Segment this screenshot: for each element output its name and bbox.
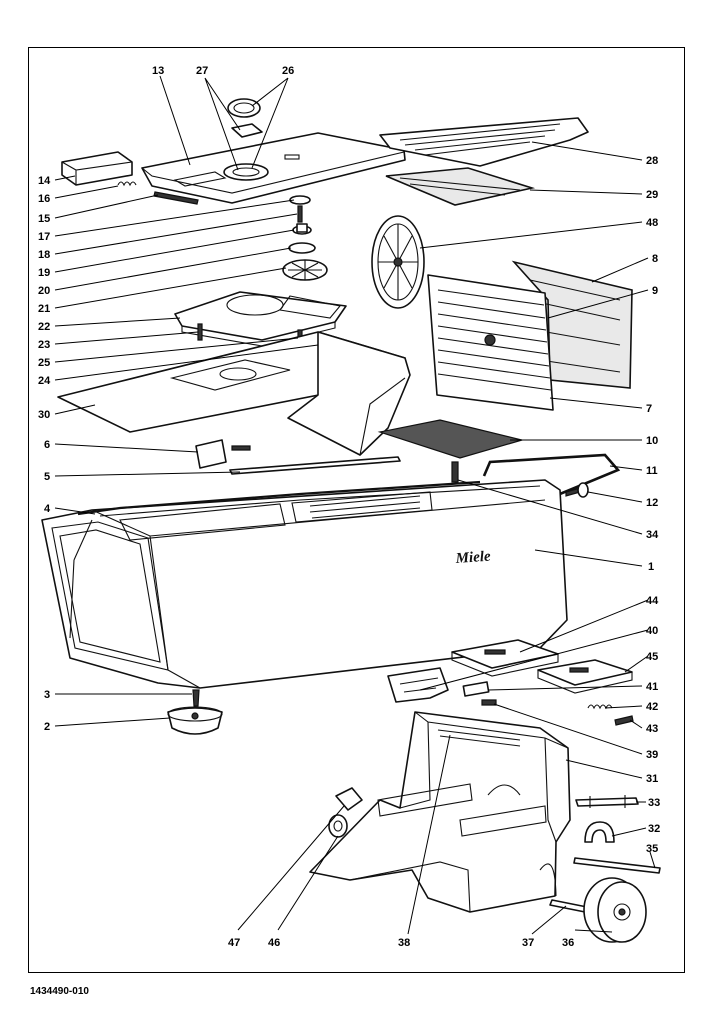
callout-20: 20: [38, 285, 50, 297]
part-3-screw: [192, 689, 200, 707]
part-47-cap: [335, 787, 363, 811]
part-20-disc: [288, 242, 316, 254]
callout-10: 10: [646, 435, 658, 447]
callout-26: 26: [282, 65, 294, 77]
callout-11: 11: [646, 465, 658, 477]
part-5-rod: [229, 456, 401, 475]
callout-15: 15: [38, 213, 50, 225]
part-40-hinge-bracket: [387, 667, 449, 703]
brand-logo: Miele: [454, 549, 491, 567]
callout-19: 19: [38, 267, 50, 279]
part-27-gasket: [223, 163, 269, 181]
part-32-u-clip: [584, 821, 615, 843]
callout-39: 39: [646, 749, 658, 761]
callout-5: 5: [44, 471, 50, 483]
callout-22: 22: [38, 321, 50, 333]
callout-21: 21: [38, 303, 50, 315]
part-17-washer: [289, 195, 311, 205]
part-10-filter-cassette: [377, 419, 525, 459]
callout-7: 7: [646, 403, 652, 415]
callout-28: 28: [646, 155, 658, 167]
part-29-filter-pad: [385, 167, 536, 206]
part-46-grommet: [328, 814, 348, 838]
callout-27: 27: [196, 65, 208, 77]
callout-8: 8: [652, 253, 658, 265]
callout-labels: 13 27 26 14 16 15 17 18 19 20 21 22 23 2…: [38, 65, 660, 949]
part-45-cover-plate: [537, 659, 633, 694]
callout-45: 45: [646, 651, 658, 663]
part-48-round-filter: [371, 215, 425, 309]
part-12-knob-screw: [565, 482, 589, 498]
part-24-hood: [287, 331, 411, 456]
callout-6: 6: [44, 439, 50, 451]
callout-43: 43: [646, 723, 658, 735]
part-16-spring: [117, 181, 137, 187]
callout-42: 42: [646, 701, 658, 713]
part-18-screw: [297, 205, 303, 223]
callout-31: 31: [646, 773, 658, 785]
callout-1: 1: [648, 561, 654, 573]
callout-18: 18: [38, 249, 50, 261]
callout-17: 17: [38, 231, 50, 243]
callout-35: 35: [646, 843, 658, 855]
part-34-stud: [451, 461, 459, 483]
callout-9: 9: [652, 285, 658, 297]
callout-2: 2: [44, 721, 50, 733]
callout-32: 32: [648, 823, 660, 835]
part-14-clip: [61, 151, 133, 186]
part-2-foot: [167, 706, 223, 735]
callout-13: 13: [152, 65, 164, 77]
part-26-seal-ring: [227, 98, 263, 138]
part-35-axle: [573, 857, 661, 874]
part-4-seal-strip: [77, 480, 481, 516]
part-15-pin: [153, 191, 199, 205]
callout-30: 30: [38, 409, 50, 421]
part-11-wire-bracket: [482, 453, 621, 498]
part-19-bushing: [292, 223, 312, 235]
leader-lines: [54, 75, 656, 935]
part-31-chassis: [309, 711, 571, 913]
callout-25: 25: [38, 357, 50, 369]
callout-14: 14: [38, 175, 51, 187]
part-13-top-cover: [141, 132, 406, 204]
drawing-frame: [28, 47, 685, 973]
callout-16: 16: [38, 193, 50, 205]
callout-48: 48: [646, 217, 658, 229]
callout-34: 34: [646, 529, 659, 541]
callout-36: 36: [562, 937, 574, 949]
callout-23: 23: [38, 339, 50, 351]
document-number: 1434490-010: [30, 986, 89, 997]
callout-46: 46: [268, 937, 280, 949]
callout-29: 29: [646, 189, 658, 201]
part-41-switch: [462, 681, 490, 697]
callout-4: 4: [44, 503, 51, 515]
callout-47: 47: [228, 937, 240, 949]
part-28-grille-plate: [379, 117, 589, 167]
part-7-grille-frame: [427, 274, 554, 411]
callout-37: 37: [522, 937, 534, 949]
callout-38: 38: [398, 937, 410, 949]
callout-3: 3: [44, 689, 50, 701]
part-1-main-housing: [41, 479, 568, 689]
callout-33: 33: [648, 797, 660, 809]
part-43-screw: [614, 715, 634, 726]
part-23-bolt: [197, 323, 203, 341]
part-42-spring: [587, 704, 613, 710]
part-33-rail: [575, 795, 639, 808]
part-6-latch: [195, 439, 251, 469]
callout-12: 12: [646, 497, 658, 509]
part-36-wheel: [583, 877, 647, 943]
callout-44: 44: [646, 595, 659, 607]
part-39-bolt: [481, 699, 497, 706]
part-21-impeller-hub: [282, 259, 328, 281]
callout-24: 24: [38, 375, 51, 387]
callout-41: 41: [646, 681, 658, 693]
callout-40: 40: [646, 625, 658, 637]
